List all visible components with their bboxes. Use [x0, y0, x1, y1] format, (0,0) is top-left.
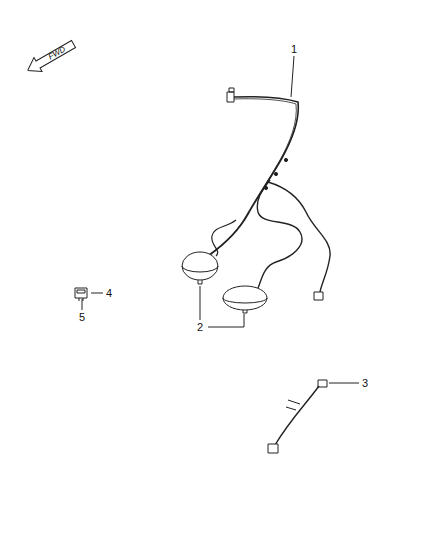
callout-number: 4: [106, 288, 112, 299]
wiring-harness: [206, 88, 330, 300]
jumper-wire: [268, 380, 327, 453]
sensor: [182, 252, 267, 313]
callout-number: 2: [197, 322, 203, 333]
connector-clip: [75, 288, 87, 301]
arrow-text: FWD: [23, 36, 79, 79]
callout-number: 3: [362, 378, 368, 389]
callout-number: 1: [291, 44, 297, 55]
leader-lines: [82, 56, 359, 383]
direction-arrow: FWD: [23, 36, 79, 79]
callout-number: 5: [79, 312, 85, 323]
